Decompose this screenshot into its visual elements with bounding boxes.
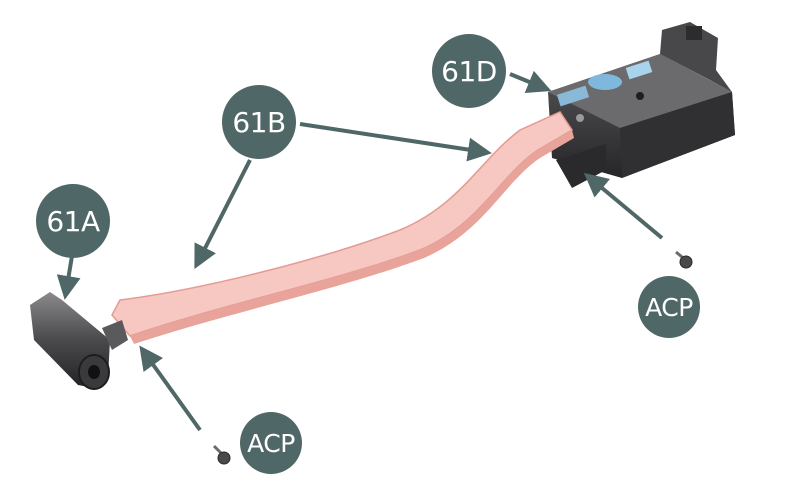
arrow-61a bbox=[56, 255, 81, 300]
part-61d-housing bbox=[548, 22, 735, 188]
leader-arrows bbox=[56, 70, 664, 432]
arrow-61d bbox=[509, 70, 552, 94]
arrow-61b-left bbox=[194, 159, 252, 270]
arrow-61b-right bbox=[299, 122, 492, 162]
screw-icon-left bbox=[212, 444, 231, 465]
callout-acp-right: ACP bbox=[638, 276, 700, 338]
callout-61d: 61D bbox=[432, 34, 506, 108]
part-61a-cylinder bbox=[30, 292, 128, 390]
screw-icon-right bbox=[675, 250, 693, 269]
arrow-acp-left bbox=[139, 345, 202, 432]
callout-61b: 61B bbox=[222, 85, 296, 159]
callout-acp-left: ACP bbox=[240, 412, 302, 474]
part-61b-arm bbox=[111, 111, 574, 344]
callout-61a: 61A bbox=[36, 184, 110, 258]
arrow-acp-right bbox=[583, 172, 664, 240]
